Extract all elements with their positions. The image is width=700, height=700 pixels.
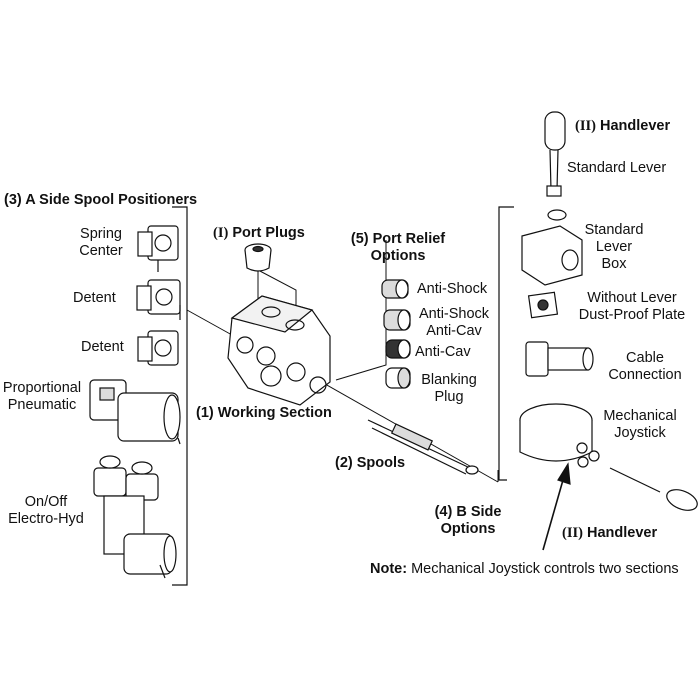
- note-label: Note:: [370, 561, 408, 577]
- handlever-top-num: (II): [575, 118, 596, 134]
- a-side-bracket: [172, 206, 188, 586]
- mechanical-joystick-label: Mechanical Joystick: [596, 408, 684, 442]
- spool-part: [367, 419, 479, 475]
- b-side-bracket: [498, 206, 514, 481]
- proportional-pneumatic-label: Proportional Pneumatic: [0, 380, 84, 414]
- cable-connection-part: [525, 341, 594, 377]
- port-relief-line-2: Options: [370, 248, 426, 264]
- b-side-options-label: (4) B Side Options: [420, 504, 516, 538]
- onoff-electro-hyd-label: On/Off Electro-Hyd: [2, 494, 90, 528]
- detent-part-2: [137, 330, 179, 366]
- cc-line-2: Connection: [608, 367, 682, 383]
- spring-center-line-2: Center: [79, 243, 123, 259]
- without-lever-label: Without Lever Dust-Proof Plate: [570, 290, 694, 324]
- detent-label-1: Detent: [73, 290, 116, 306]
- mechanical-joystick-part: [519, 403, 698, 511]
- cable-connection-label: Cable Connection: [600, 350, 690, 384]
- port-plug-part: [244, 243, 272, 272]
- blanking-plug-label: Blanking Plug: [414, 372, 484, 406]
- anti-cav-label: Anti-Cav: [415, 344, 471, 360]
- handlever-bottom-text: Handlever: [586, 525, 658, 541]
- slb-line-2: Lever: [595, 239, 633, 255]
- note: Note: Mechanical Joystick controls two s…: [370, 561, 679, 578]
- standard-lever-box-part: [521, 209, 583, 286]
- spring-center-part: [137, 225, 179, 272]
- port-relief-line-1: (5) Port Relief: [350, 231, 446, 247]
- a-side-title: (3) A Side Spool Positioners: [4, 192, 198, 208]
- proportional-pneumatic-part: [89, 379, 181, 445]
- handlever-top-text: Handlever: [599, 118, 671, 134]
- cc-line-1: Cable: [626, 350, 664, 366]
- port-plugs-num: (I): [213, 225, 229, 241]
- spring-center-label: Spring Center: [66, 226, 136, 260]
- port-relief-label: (5) Port Relief Options: [340, 231, 456, 265]
- b-side-line-1: (4) B Side: [434, 504, 502, 520]
- standard-lever-label: Standard Lever: [567, 160, 667, 176]
- wl-line-2: Dust-Proof Plate: [578, 307, 686, 323]
- onoff-line-1: On/Off: [24, 494, 68, 510]
- port-relief-parts: [381, 279, 411, 389]
- detent-part-1: [136, 279, 181, 320]
- mj-line-2: Joystick: [614, 425, 666, 441]
- valve-body-part: [227, 295, 331, 406]
- asac-line-2: Anti-Cav: [426, 323, 482, 339]
- anti-shock-label: Anti-Shock: [417, 281, 488, 297]
- dust-proof-plate-part: [527, 291, 559, 319]
- electro-hyd-part: [93, 455, 177, 579]
- port-plugs-text: Port Plugs: [232, 225, 305, 241]
- slb-line-3: Box: [601, 256, 627, 272]
- asac-line-1: Anti-Shock: [418, 306, 490, 322]
- blanking-line-1: Blanking: [421, 372, 477, 388]
- handlever-top-label: (II) Handlever: [575, 118, 670, 135]
- onoff-line-2: Electro-Hyd: [8, 511, 84, 527]
- slb-line-1: Standard: [584, 222, 644, 238]
- anti-shock-anti-cav-label: Anti-Shock Anti-Cav: [412, 306, 496, 340]
- spools-label: (2) Spools: [335, 455, 406, 471]
- working-section-label: (1) Working Section: [196, 405, 332, 421]
- handlever-bottom-num: (II): [562, 525, 583, 541]
- b-side-line-2: Options: [440, 521, 496, 537]
- spring-center-line-1: Spring: [80, 226, 122, 242]
- blanking-line-2: Plug: [434, 389, 464, 405]
- proportional-line-1: Proportional: [2, 380, 82, 396]
- note-text: Mechanical Joystick controls two section…: [411, 561, 679, 577]
- standard-lever-box-label: Standard Lever Box: [578, 222, 650, 273]
- detent-label-2: Detent: [81, 339, 124, 355]
- wl-line-1: Without Lever: [587, 290, 677, 306]
- proportional-line-2: Pneumatic: [7, 397, 77, 413]
- port-plugs-label: (I) Port Plugs: [213, 225, 305, 242]
- handlever-bottom-label: (II) Handlever: [562, 525, 657, 542]
- handlever-top-part: [544, 111, 566, 197]
- note-arrow: [542, 462, 571, 551]
- mj-line-1: Mechanical: [603, 408, 677, 424]
